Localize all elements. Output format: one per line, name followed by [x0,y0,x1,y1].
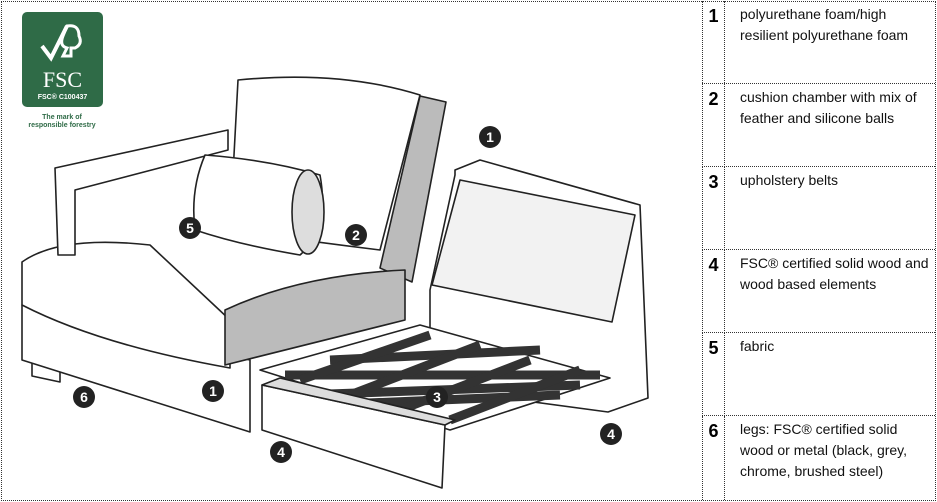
legend-text: polyurethane foam/high resilient polyure… [740,6,909,43]
legend-text: fabric [740,338,775,354]
sofa-cutaway-illustration: 1 1 2 3 4 4 5 6 [21,76,649,489]
legend-table: 1 polyurethane foam/high resilient polyur… [702,1,935,500]
fsc-brand: FSC [42,67,83,92]
callout-2: 2 [345,224,367,246]
legend-number: 5 [702,333,725,416]
back-foam-section [379,95,447,283]
legend-text: FSC® certified solid wood and wood based… [740,255,929,292]
legend-number: 2 [702,84,725,167]
pillow-fabric-section [291,169,325,255]
svg-text:4: 4 [607,426,615,442]
svg-text:1: 1 [486,129,494,145]
svg-text:2: 2 [352,227,360,243]
svg-text:3: 3 [433,389,441,405]
legend-number: 3 [702,167,725,250]
callout-1-back: 1 [479,126,501,148]
tree-check-icon [40,24,82,62]
legend-row: 4 FSC® certified solid wood and wood base… [702,249,935,333]
fsc-code: FSC® C100437 [37,94,88,101]
legend-row: 6 legs: FSC® certified solid wood or meta… [702,415,935,500]
callout-1-seat: 1 [202,380,224,402]
seat-foam-section [224,269,406,366]
callout-5: 5 [179,217,201,239]
legend-row: 3 upholstery belts [702,166,935,250]
legend-text: legs: FSC® certified solid wood or metal… [740,421,908,479]
svg-text:6: 6 [80,389,88,405]
callout-3: 3 [426,386,448,408]
legend-number: 4 [702,250,725,333]
fsc-logo: FSC FSC® C100437 [22,12,103,107]
svg-text:5: 5 [186,220,194,236]
legend-text: upholstery belts [740,172,839,188]
callout-4-front: 4 [270,441,292,463]
callout-4-side: 4 [600,423,622,445]
legend-row: 1 polyurethane foam/high resilient polyur… [702,1,935,83]
legend-row: 2 cushion chamber with mix of feather and… [702,83,935,167]
fsc-tagline: The mark of responsible forestry [14,114,110,130]
legend-number: 1 [702,1,725,83]
svg-text:1: 1 [209,383,217,399]
legend-row: 5 fabric [702,332,935,416]
tagline-line-2: responsible forestry [28,122,96,129]
callout-6: 6 [73,386,95,408]
legend-text: cushion chamber with mix of feather and … [740,89,917,126]
svg-text:4: 4 [277,444,285,460]
legend-number: 6 [702,416,725,500]
tagline-line-1: The mark of [42,114,82,121]
